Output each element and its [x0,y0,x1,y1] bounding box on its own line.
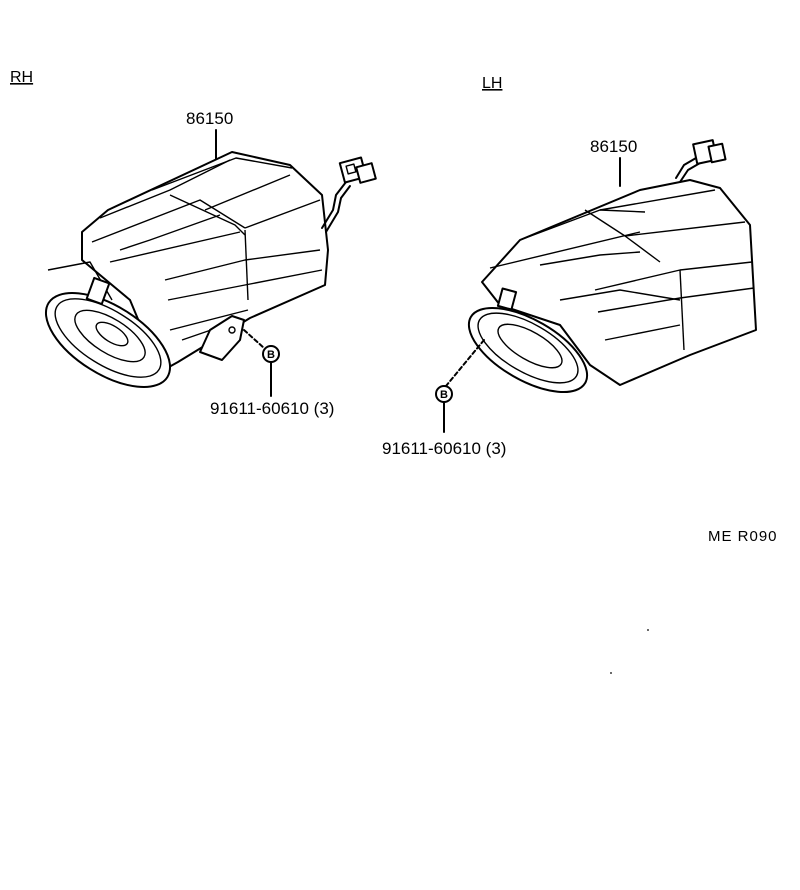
lh-bolt-dash-line [445,339,485,387]
rh-speaker-box [44,151,329,388]
rh-mount-hole [228,326,236,334]
speck-dot [610,672,612,674]
speck-dot [647,629,649,631]
lh-connector [675,139,727,183]
rh-bolt-dash-line [243,329,265,349]
lh-fastener-label: 91611-60610 (3) [382,439,506,458]
rh-connector [321,156,377,233]
lh-speaker-box [467,179,757,393]
lh-part-number-label: 86150 [590,137,637,156]
rh-bolt-symbol: B [267,349,275,361]
rh-fastener-label: 91611-60610 (3) [210,399,334,418]
figure-code: ME R090 [708,528,778,545]
lh-bolt-symbol: B [440,389,448,401]
rh-bolt-callout: B [262,345,280,363]
rh-side-label: RH [10,69,33,86]
lh-side-label: LH [482,75,502,92]
rh-part-number-label: 86150 [186,109,233,128]
lh-bolt-callout: B [435,385,453,403]
rh-assembly: RH 86150 [10,69,377,418]
lh-assembly: LH 86150 [382,75,757,458]
